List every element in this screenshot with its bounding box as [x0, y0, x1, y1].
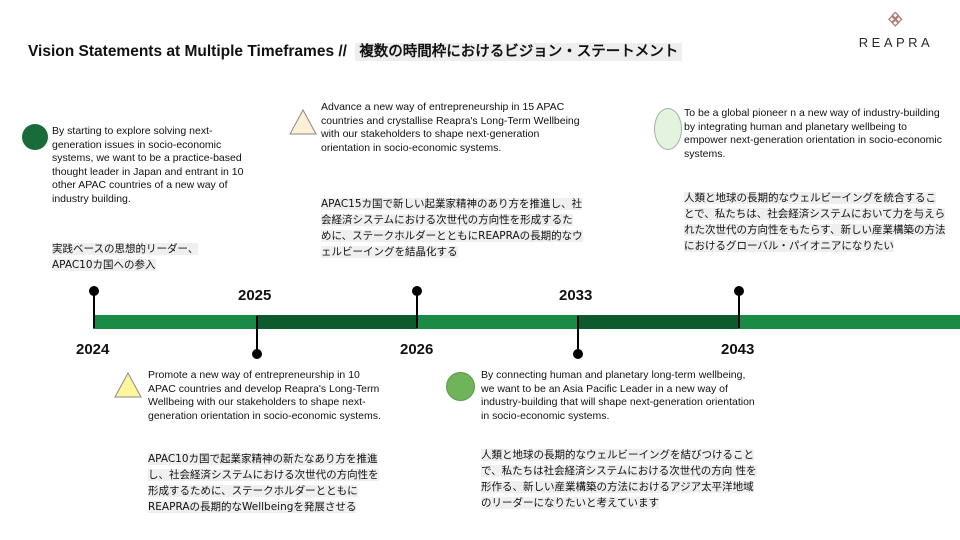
milestone-4-japanese: 人類と地球の長期的なウェルビーイングを結びつけることで、私たちは社会経済システム… — [481, 449, 757, 509]
milestone-1-japanese: 実践ベースの思想的リーダー、APAC10カ国への参入 — [52, 243, 199, 271]
milestone-5-english: To be a global pioneer n a new way of in… — [684, 107, 942, 160]
timeline-bar-segment-1 — [93, 315, 257, 329]
timeline-bar-segment-5 — [739, 315, 960, 329]
title-english: Vision Statements at Multiple Timeframes… — [28, 43, 347, 60]
milestone-tick-4 — [577, 316, 579, 354]
milestone-3-japanese: APAC15カ国で新しい起業家精神のあり方を推進し、社会経済システムにおける次世… — [321, 198, 583, 258]
milestone-dot-3 — [412, 286, 422, 296]
milestone-tick-2 — [256, 316, 258, 354]
reapra-logo: REAPRA — [856, 11, 936, 50]
milestone-dot-4 — [573, 349, 583, 359]
year-label-2025: 2025 — [238, 287, 272, 304]
milestone-3-english: Advance a new way of entrepreneurship in… — [321, 101, 580, 154]
pale-triangle-icon — [289, 109, 317, 135]
title-japanese: 複数の時間枠におけるビジョン・ステートメント — [355, 43, 683, 61]
medium-green-circle-icon — [446, 372, 475, 401]
milestone-tick-1 — [93, 292, 95, 328]
page-title: Vision Statements at Multiple Timeframes… — [28, 40, 683, 61]
milestone-tick-5 — [738, 292, 740, 328]
year-label-2026: 2026 — [400, 341, 434, 358]
milestone-tick-3 — [416, 292, 418, 328]
yellow-triangle-icon — [114, 372, 142, 398]
logo-diamond-icon — [888, 11, 903, 27]
year-label-2043: 2043 — [721, 341, 755, 358]
milestone-dot-5 — [734, 286, 744, 296]
milestone-4-english: By connecting human and planetary long-t… — [481, 369, 755, 422]
milestone-dot-1 — [89, 286, 99, 296]
milestone-2-japanese: APAC10カ国で起業家精神の新たなあり方を推進し、社会経済システムにおける次世… — [148, 453, 379, 513]
timeline-bar-segment-2 — [257, 315, 417, 329]
milestone-1-english: By starting to explore solving next-gene… — [52, 125, 244, 205]
year-label-2024: 2024 — [76, 341, 110, 358]
timeline-bar-segment-3 — [417, 315, 578, 329]
timeline-bar-segment-4 — [578, 315, 739, 329]
milestone-5-japanese: 人類と地球の長期的なウェルビーイングを統合することで、私たちは、社会経済システム… — [684, 192, 946, 252]
light-green-oval-icon — [654, 108, 682, 150]
logo-text: REAPRA — [858, 35, 934, 50]
year-label-2033: 2033 — [559, 287, 593, 304]
milestone-2-english: Promote a new way of entrepreneurship in… — [148, 369, 381, 422]
milestone-dot-2 — [252, 349, 262, 359]
dark-green-circle-icon — [22, 124, 48, 150]
